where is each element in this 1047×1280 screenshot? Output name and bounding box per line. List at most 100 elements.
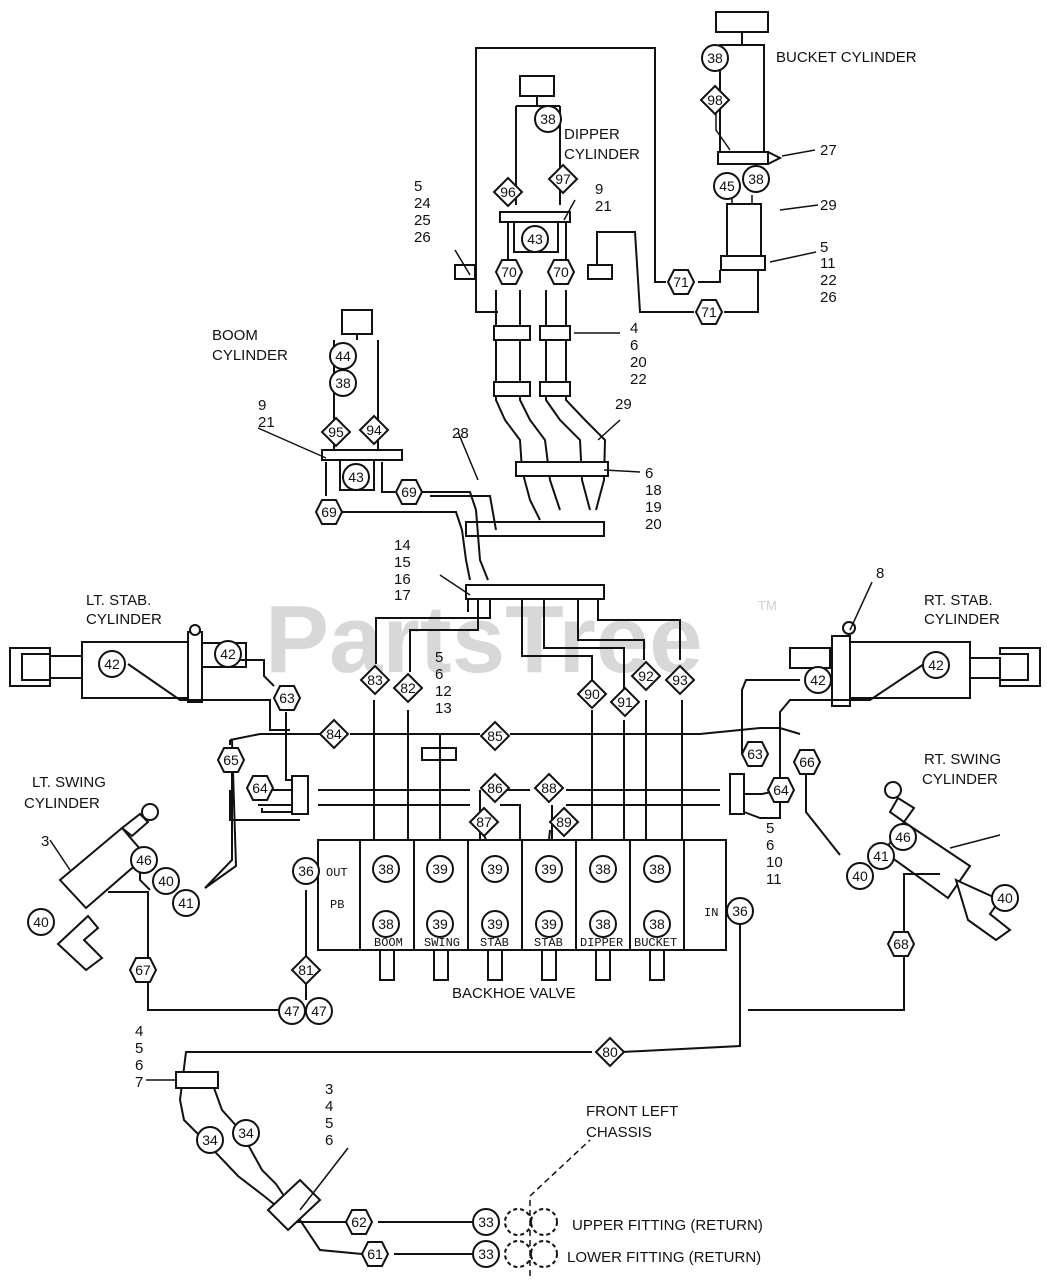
part-41-lt: 41 bbox=[178, 895, 194, 911]
part-34-a: 34 bbox=[202, 1132, 218, 1148]
callout-b-6: 6 bbox=[325, 1132, 333, 1149]
callout-b-4: 4 bbox=[325, 1098, 333, 1115]
callout-15: 15 bbox=[394, 554, 411, 571]
label-lt-stab-2: CYLINDER bbox=[86, 611, 162, 628]
callout-dipper-9: 9 bbox=[595, 181, 603, 198]
callout-8: 8 bbox=[876, 565, 884, 582]
part-41-rt: 41 bbox=[873, 848, 889, 864]
valve-port-39-1: 39 bbox=[432, 861, 448, 877]
valve-out-label: OUT bbox=[326, 866, 348, 880]
valve-port-38-3: 38 bbox=[649, 861, 665, 877]
part-94: 94 bbox=[366, 422, 382, 438]
callout-rt-6: 6 bbox=[766, 837, 774, 854]
callout-boom-9: 9 bbox=[258, 397, 266, 414]
callout-bottom-6: 6 bbox=[135, 1057, 143, 1074]
valve-section-stab-2: STAB bbox=[534, 936, 563, 950]
callout-20: 20 bbox=[645, 516, 662, 533]
callout-b-3: 3 bbox=[325, 1081, 333, 1098]
part-42-rt-b: 42 bbox=[810, 672, 826, 688]
part-62: 62 bbox=[351, 1214, 367, 1230]
callout-dipper-5: 5 bbox=[414, 178, 422, 195]
part-70-b: 70 bbox=[553, 264, 569, 280]
part-33-a: 33 bbox=[478, 1214, 494, 1230]
valve-port-38-6: 38 bbox=[649, 916, 665, 932]
part-96: 96 bbox=[500, 184, 516, 200]
valve-port-39-3: 39 bbox=[541, 861, 557, 877]
part-67: 67 bbox=[135, 962, 151, 978]
callout-rt-10: 10 bbox=[766, 854, 783, 871]
callout-rt-5: 5 bbox=[766, 820, 774, 837]
callout-29-bucket: 29 bbox=[820, 197, 837, 214]
watermark-tm: TM bbox=[758, 598, 777, 613]
return-parts: 81 67 68 47 47 80 34 34 62 61 33 33 bbox=[128, 931, 916, 1268]
callouts: 27 29 5 11 22 26 5 24 25 26 9 21 4 6 20 … bbox=[41, 142, 884, 1149]
bucket-cylinder bbox=[715, 11, 783, 271]
dipper-parts: 38 96 97 43 70 70 bbox=[492, 105, 579, 285]
valve-section-boom: BOOM bbox=[374, 936, 403, 950]
callout-bucket-5: 5 bbox=[820, 239, 828, 256]
label-rt-swing-1: RT. SWING bbox=[924, 751, 1001, 768]
part-36-in: 36 bbox=[732, 903, 748, 919]
part-93: 93 bbox=[672, 672, 688, 688]
label-rt-stab-1: RT. STAB. bbox=[924, 592, 993, 609]
valve-port-39-5: 39 bbox=[487, 916, 503, 932]
part-69-a: 69 bbox=[401, 484, 417, 500]
callout-bucket-11: 11 bbox=[820, 255, 836, 272]
part-34-b: 34 bbox=[238, 1125, 254, 1141]
part-87: 87 bbox=[476, 814, 492, 830]
callout-6-18: 6 bbox=[645, 465, 653, 482]
callout-clamp-6: 6 bbox=[630, 337, 638, 354]
callout-dipper-24: 24 bbox=[414, 195, 431, 212]
callout-bottom-5: 5 bbox=[135, 1040, 143, 1057]
part-90: 90 bbox=[584, 686, 600, 702]
part-97: 97 bbox=[555, 171, 571, 187]
valve-port-38-2: 38 bbox=[595, 861, 611, 877]
part-64-lt: 64 bbox=[252, 780, 268, 796]
label-lower-fitting: LOWER FITTING (RETURN) bbox=[567, 1249, 761, 1266]
part-46-rt: 46 bbox=[895, 829, 911, 845]
valve-section-swing: SWING bbox=[424, 936, 460, 950]
part-61: 61 bbox=[367, 1246, 383, 1262]
part-82: 82 bbox=[400, 680, 416, 696]
label-lt-stab-1: LT. STAB. bbox=[86, 592, 151, 609]
rt-swing-cylinder bbox=[882, 781, 1012, 942]
valve-section-bucket: BUCKET bbox=[634, 936, 677, 950]
part-91: 91 bbox=[617, 694, 633, 710]
part-40-lt-b: 40 bbox=[33, 914, 49, 930]
valve-section-dipper: DIPPER bbox=[580, 936, 623, 950]
stab-parts: 42 42 63 65 64 42 42 63 66 64 bbox=[98, 640, 950, 803]
label-boom-2: CYLINDER bbox=[212, 347, 288, 364]
label-rt-swing-2: CYLINDER bbox=[922, 771, 998, 788]
swing-parts: 46 40 41 40 46 41 40 40 bbox=[27, 823, 1019, 936]
callout-bucket-26: 26 bbox=[820, 289, 837, 306]
part-38-dipper: 38 bbox=[540, 111, 556, 127]
part-43-boom: 43 bbox=[348, 469, 364, 485]
callout-center-5: 5 bbox=[435, 649, 443, 666]
part-95: 95 bbox=[328, 424, 344, 440]
valve-section-stab-1: STAB bbox=[480, 936, 509, 950]
callout-dipper-25: 25 bbox=[414, 212, 431, 229]
part-69-b: 69 bbox=[321, 504, 337, 520]
part-84: 84 bbox=[326, 726, 342, 742]
part-85: 85 bbox=[487, 728, 503, 744]
callout-27: 27 bbox=[820, 142, 837, 159]
valve-pb-label: PB bbox=[330, 898, 344, 912]
callout-16: 16 bbox=[394, 571, 411, 588]
callout-clamp-22: 22 bbox=[630, 371, 647, 388]
callout-clamp-4: 4 bbox=[630, 320, 638, 337]
part-68: 68 bbox=[893, 936, 909, 952]
callout-bucket-22: 22 bbox=[820, 272, 837, 289]
harness-diamonds: 83 82 84 85 86 87 88 89 90 91 92 93 bbox=[318, 660, 696, 838]
callout-18: 18 bbox=[645, 482, 662, 499]
part-33-b: 33 bbox=[478, 1246, 494, 1262]
part-98: 98 bbox=[707, 92, 723, 108]
valve-port-38-1: 38 bbox=[378, 861, 394, 877]
boom-cylinder bbox=[321, 309, 403, 491]
label-backhoe-valve: BACKHOE VALVE bbox=[452, 985, 576, 1002]
callout-bottom-4: 4 bbox=[135, 1023, 143, 1040]
part-88: 88 bbox=[541, 780, 557, 796]
part-63-lt: 63 bbox=[279, 690, 295, 706]
part-38-bucket-b: 38 bbox=[748, 171, 764, 187]
callout-14: 14 bbox=[394, 537, 411, 554]
